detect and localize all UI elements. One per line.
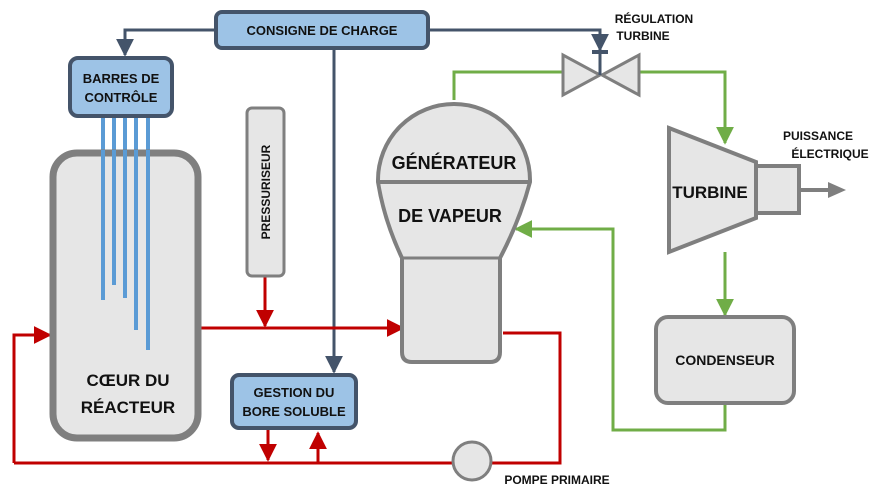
feedwater-return — [514, 220, 727, 432]
condenseur: CONDENSEUR — [654, 315, 796, 405]
line-consigne-to-barres — [116, 28, 216, 57]
pompe-primaire: POMPE PRIMAIRE — [451, 440, 610, 487]
cold-leg-return — [12, 326, 52, 463]
cold-leg-from-sg — [492, 331, 562, 465]
regulation-label-line2: TURBINE — [616, 29, 669, 43]
sg-label-line2: DE VAPEUR — [398, 206, 502, 226]
control-rods-inserted — [101, 150, 150, 350]
steam-line-to-valve — [452, 70, 562, 100]
secondary-loop — [452, 70, 734, 432]
pompe-label: POMPE PRIMAIRE — [504, 473, 609, 487]
barres-box: BARRES DE CONTRÔLE — [68, 56, 174, 118]
pump-icon — [451, 440, 493, 482]
consigne-label: CONSIGNE DE CHARGE — [247, 23, 398, 38]
consigne-box: CONSIGNE DE CHARGE — [214, 10, 430, 50]
regulation-label-line1: RÉGULATION — [615, 11, 693, 26]
steam-line-to-turbine — [640, 70, 734, 145]
valve-icon — [598, 52, 641, 98]
condenseur-label: CONDENSEUR — [675, 352, 775, 368]
steam-generator: GÉNÉRATEUR DE VAPEUR — [376, 102, 532, 364]
sg-body — [376, 102, 532, 364]
output-arrow-icon — [828, 182, 846, 198]
core-label-line1: CŒUR DU — [86, 371, 169, 390]
alternator — [754, 164, 801, 215]
valve-icon — [561, 52, 604, 98]
pressuriseur-label: PRESSURISEUR — [259, 144, 273, 239]
core-label-line2: RÉACTEUR — [81, 398, 175, 417]
control-lines — [116, 28, 609, 374]
gestion-bore-box: GESTION DU BORE SOLUBLE — [230, 373, 358, 430]
turbine-body — [667, 125, 758, 255]
puissance-label-line1: PUISSANCE — [783, 129, 853, 143]
gestion-label-line2: BORE SOLUBLE — [242, 404, 346, 419]
sg-label-line1: GÉNÉRATEUR — [392, 152, 517, 173]
barres-label-line1: BARRES DE — [83, 71, 160, 86]
pressuriseur: PRESSURISEUR — [245, 106, 286, 278]
puissance-label-line2: ÉLECTRIQUE — [791, 146, 868, 161]
turbine: TURBINE — [667, 125, 801, 255]
primary-loop — [12, 276, 562, 465]
regulation-valve — [561, 50, 641, 98]
line-consigne-to-regulation — [428, 28, 609, 52]
barres-label-line2: CONTRÔLE — [85, 90, 158, 105]
gestion-label-line1: GESTION DU — [254, 385, 335, 400]
turbine-label: TURBINE — [672, 183, 748, 202]
electrical-output: PUISSANCE ÉLECTRIQUE — [783, 129, 869, 198]
